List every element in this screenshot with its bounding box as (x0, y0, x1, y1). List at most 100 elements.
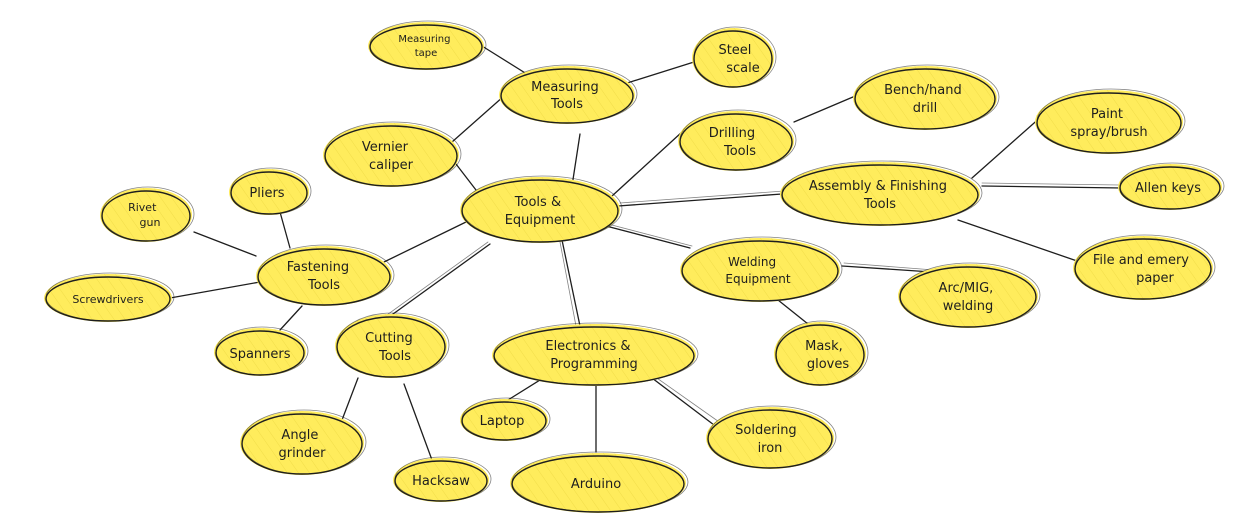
node-steel-scale[interactable]: Steel scale (692, 26, 777, 88)
node-center[interactable]: Tools & Equipment (460, 175, 623, 243)
arduino-line1: Arduino (571, 477, 621, 492)
svg-text:Fastening Tools: Fastening Tools (287, 260, 354, 293)
edge-measuring-vernier (451, 95, 505, 143)
node-soldering-iron[interactable]: Soldering iron (706, 405, 837, 469)
welding-equipment-line2: Equipment (725, 272, 790, 286)
mask-gloves-line1: Mask, (805, 339, 843, 354)
edge-sketch-6 (379, 241, 489, 321)
node-measuring-tools[interactable]: Measuring Tools (499, 64, 638, 124)
edge-cutting-angle (341, 377, 359, 421)
allen-keys-line1: Allen keys (1135, 181, 1201, 196)
edge-sketch-1 (619, 190, 785, 204)
svg-text:Hacksaw: Hacksaw (412, 474, 470, 489)
svg-text:Arduino: Arduino (571, 477, 621, 492)
node-screwdrivers[interactable]: Screwdrivers (44, 272, 175, 322)
node-fastening-tools[interactable]: Fastening Tools (256, 244, 395, 306)
assembly-finishing-line2: Tools (863, 197, 896, 212)
svg-text:File and emery paper: File and emery paper (1093, 253, 1193, 286)
svg-text:Cutting Tools: Cutting Tools (365, 331, 417, 364)
node-drilling-tools[interactable]: Drilling Tools (678, 109, 797, 171)
svg-text:Rivet gun: Rivet gun (128, 201, 160, 229)
file-emery-line2: paper (1136, 271, 1174, 286)
arc-mig-line1: Arc/MIG, (939, 281, 994, 296)
fastening-tools-line1: Fastening (287, 260, 349, 275)
electronics-line1: Electronics & (545, 339, 630, 354)
edge-welding-arc (841, 265, 933, 273)
angle-grinder-line1: Angle (281, 428, 318, 443)
node-pliers[interactable]: Pliers (229, 167, 312, 215)
svg-text:Pliers: Pliers (249, 186, 284, 201)
measuring-tools-line1: Measuring (531, 80, 599, 95)
svg-text:Vernier caliper: Vernier caliper (362, 140, 414, 173)
node-center-line1: Tools & (514, 195, 561, 210)
cutting-tools-line1: Cutting (365, 331, 413, 346)
svg-text:Welding Equipment: Welding Equipment (725, 255, 790, 286)
measuring-tape-line1: Measuring (398, 34, 450, 45)
svg-text:Screwdrivers: Screwdrivers (72, 293, 143, 306)
edge-electronics-soldering (651, 377, 719, 429)
edge-center-drilling (611, 131, 683, 197)
paint-line2: spray/brush (1070, 125, 1147, 140)
assembly-finishing-line1: Assembly & Finishing (809, 179, 947, 194)
node-electronics-programming[interactable]: Electronics & Programming (492, 322, 699, 386)
edge-measuring-steel (623, 61, 695, 85)
node-arduino[interactable]: Arduino (510, 451, 689, 513)
angle-grinder-line2: grinder (278, 446, 326, 461)
paint-line1: Paint (1091, 107, 1123, 122)
svg-text:Electronics & Programmin: Electronics & Programming (545, 339, 637, 372)
node-welding-equipment[interactable]: Welding Equipment (680, 236, 843, 302)
node-bench-hand-drill[interactable]: Bench/hand drill (853, 64, 1000, 130)
node-file-emery-paper[interactable]: File and emery paper (1073, 234, 1216, 300)
node-paint-spray-brush[interactable]: Paint spray/brush (1035, 88, 1186, 154)
screwdrivers-line1: Screwdrivers (72, 293, 143, 306)
edge-center-electronics (561, 239, 581, 327)
edge-center-vernier (455, 163, 477, 191)
node-vernier-caliper[interactable]: Vernier caliper (323, 121, 462, 187)
node-spanners[interactable]: Spanners (214, 326, 309, 376)
hacksaw-line1: Hacksaw (412, 474, 470, 489)
rivet-gun-line2: gun (140, 216, 161, 229)
spanners-line1: Spanners (229, 347, 290, 362)
node-mask-gloves[interactable]: Mask, gloves (774, 320, 869, 386)
svg-text:Arc/MIG, welding: Arc/MIG, welding (939, 281, 998, 314)
laptop-line1: Laptop (480, 414, 525, 429)
node-rivet-gun[interactable]: Rivet gun (100, 186, 195, 242)
node-laptop[interactable]: Laptop (460, 397, 551, 441)
edge-center-assembly (617, 193, 783, 207)
edge-cutting-hacksaw (403, 383, 433, 461)
electronics-line2: Programming (550, 357, 638, 372)
drilling-tools-line2: Tools (723, 144, 756, 159)
cutting-tools-line2: Tools (378, 349, 411, 364)
edge-assembly-allen (981, 185, 1123, 189)
svg-text:Measuring Tools: Measuring Tools (531, 80, 603, 112)
node-cutting-tools[interactable]: Cutting Tools (335, 312, 450, 378)
edge-welding-mask (777, 299, 809, 325)
edge-assembly-file (957, 219, 1081, 263)
svg-text:Measuring tape: Measuring tape (398, 34, 453, 59)
measuring-tape-line2: tape (415, 48, 438, 59)
edge-center-fastening (383, 221, 467, 263)
node-angle-grinder[interactable]: Angle grinder (240, 409, 367, 475)
edge-sketch-3 (843, 262, 935, 271)
vernier-caliper-line2: caliper (369, 158, 414, 173)
edge-sketch-5 (559, 241, 577, 327)
svg-text:Tools & Equipment: Tools & Equipment (505, 195, 576, 228)
node-allen-keys[interactable]: Allen keys (1118, 162, 1225, 210)
edge-center-cutting (381, 243, 491, 323)
svg-text:Spanners: Spanners (229, 347, 290, 362)
svg-text:Laptop: Laptop (480, 414, 525, 429)
node-assembly-finishing-tools[interactable]: Assembly & Finishing Tools (780, 160, 983, 226)
node-measuring-tape[interactable]: Measuring tape (368, 20, 487, 70)
node-arc-mig-welding[interactable]: Arc/MIG, welding (898, 262, 1041, 328)
file-emery-line1: File and emery (1093, 253, 1189, 268)
svg-text:Angle grinder: Angle grinder (278, 428, 326, 461)
svg-text:Allen keys: Allen keys (1135, 181, 1201, 196)
edge-assembly-paint (971, 115, 1043, 179)
edge-drilling-bench (793, 93, 861, 123)
drilling-tools-line1: Drilling (709, 126, 755, 141)
svg-text:Drilling Tools: Drilling Tools (709, 126, 759, 159)
connectors (169, 45, 1123, 461)
node-hacksaw[interactable]: Hacksaw (393, 456, 492, 502)
rivet-gun-line1: Rivet (128, 201, 157, 214)
soldering-iron-line1: Soldering (735, 423, 797, 438)
